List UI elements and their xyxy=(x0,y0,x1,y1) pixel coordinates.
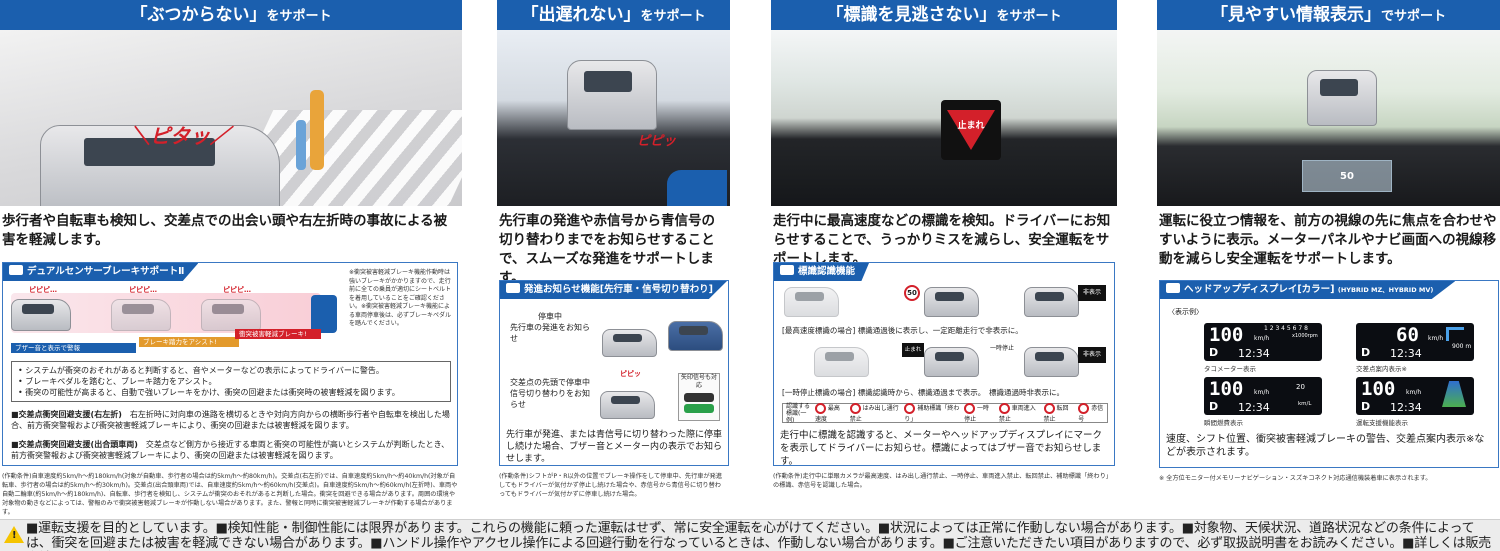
car-sensor-icon xyxy=(506,283,520,293)
child-figure xyxy=(296,120,306,170)
lead-text: 先行車の発進や赤信号から青信号の切り替わりまでをお知らせすることで、スムーズな発… xyxy=(499,213,715,286)
bullet-item: • 衝突の可能性が高まると、自動で強いブレーキをかけ、衝突の回避または衝突時の被… xyxy=(18,388,400,397)
hud-tile-fuel: 100 km/h 20 km/L D 12:34 xyxy=(1204,377,1322,415)
panel-header: 「出遅れない」をサポート xyxy=(497,0,730,30)
illustration-hud: 50 xyxy=(1157,30,1500,206)
case2-car xyxy=(600,391,655,419)
panel-header: 「ぶつからない」をサポート xyxy=(0,0,462,30)
header-main: 「ぶつからない」 xyxy=(130,5,267,25)
panel-start-alert: 「出遅れない」をサポート ピピッ 先行車の発進や赤信号から青信号の切り替わりまで… xyxy=(497,0,730,518)
lane-assist-icon xyxy=(1442,381,1466,407)
lead-text: 歩行者や自転車も検知し、交差点での出会い頭や右左折時の事故による被害を軽減します… xyxy=(2,213,448,248)
warning-icon: ! xyxy=(4,526,24,543)
feature-box-brake: デュアルセンサーブレーキサポートⅡ ピピピ… ピピピ… ピピピ… ブザー音と表示… xyxy=(2,262,458,466)
sign-camera-icon xyxy=(780,265,794,275)
lead-car xyxy=(567,60,657,130)
feature-title: 発進お知らせ機能[先行車・信号切り替わり] xyxy=(500,281,727,299)
lead-text: 走行中に最高速度などの標識を検知。ドライバーにお知らせすることで、うっかりミスを… xyxy=(773,213,1111,267)
hud-tile-navigation: 60 km/h 900 m D 12:34 xyxy=(1356,323,1474,361)
sign-legend: 認識する標識(一例) 最高速度 はみ出し通行禁止 補助標識「終わり」 一時停止 … xyxy=(782,403,1108,424)
right-turn-section: ■交差点衝突回避支援(右左折) 右左折時に対向車の進路を横切るときや対向方向から… xyxy=(11,410,450,430)
driver-arm xyxy=(667,170,727,206)
start-body: 先行車が発進、または青信号に切り替わった際に停車し続けた場合、ブザー音とメーター… xyxy=(506,430,723,464)
caution-bar: ! ■運転支援を目的としています。■検知性能・制御性能には限界があります。これら… xyxy=(0,519,1500,551)
panel-collision: 「ぶつからない」をサポート ＼ピタッ／ 歩行者や自転車も検知し、交差点での出会い… xyxy=(0,0,462,518)
feature-box-start: 発進お知らせ機能[先行車・信号切り替わり] 停車中 先行車の発進をお知らせ 交差… xyxy=(499,280,729,466)
brake-diagram: ピピピ… ピピピ… ピピピ… ブザー音と表示で警報 ブレーキ踏力をアシスト! 衝… xyxy=(11,285,341,357)
illustration-crosswalk: ＼ピタッ／ xyxy=(0,30,462,206)
case-signal: 交差点の先頭で停車中信号切り替わりをお知らせ xyxy=(510,378,590,409)
panel-sign-recognition: 「標識を見逃さない」をサポート 止まれ 走行中に最高速度などの標識を検知。ドライ… xyxy=(771,0,1117,518)
crossing-section: ■交差点衝突回避支援(出合頭車両) 交差点など側方から接近する車両と衝突の可能性… xyxy=(11,440,450,460)
stop-sign-icon: 止まれ xyxy=(902,343,924,357)
feature-box-hud: ヘッドアップディスプレイ[カラー] (HYBRID MZ、HYBRID MV) … xyxy=(1159,280,1499,468)
panel-hud: 「見やすい情報表示」でサポート 50 運転に役立つ情報を、前方の視線の先に焦点を… xyxy=(1157,0,1500,518)
feature-title: ヘッドアップディスプレイ[カラー] (HYBRID MZ、HYBRID MV) xyxy=(1160,281,1456,299)
footnote: (作動条件)走行中に単眼カメラが最高速度、はみ出し通行禁止、一時停止、車両進入禁… xyxy=(773,473,1112,489)
stop-sign-text: 止まれ xyxy=(957,121,985,131)
case1-lead xyxy=(668,321,723,351)
header-suffix: をサポート xyxy=(266,9,332,24)
speed-sign-icon: 50 xyxy=(904,285,920,301)
brake-side-note: ※衝突被害軽減ブレーキ機能作動時は強いブレーキがかかりますので、走行前に全ての乗… xyxy=(349,269,452,327)
sfx-pipi: ピピッ xyxy=(637,134,677,149)
car-illustration xyxy=(40,125,280,206)
arrow-signal-box: 矢印信号も対応 xyxy=(678,373,720,421)
lead-car xyxy=(1307,70,1377,126)
illustration-cockpit: ピピッ xyxy=(497,30,730,206)
caption-speed: [最高速度標識の場合] 標識通過後に表示し、一定距離走行で非表示に。 xyxy=(782,326,1023,335)
turn-arrow-icon xyxy=(1446,327,1464,341)
lead-text: 運転に役立つ情報を、前方の視線の先に焦点を合わせやすいように表示。メーターパネル… xyxy=(1159,213,1497,267)
feature-title: 標識認識機能 xyxy=(774,263,870,281)
feature-title: デュアルセンサーブレーキサポートⅡ xyxy=(3,263,199,281)
footnote: (作動条件)シフトがP・R以外の位置でブレーキ操作をして停車中、先行車が発進して… xyxy=(499,473,723,498)
feature-box-sign: 標識認識機能 50 非表示 [最高速度標識の場合] 標識通過後に表示し、一定距離… xyxy=(773,262,1115,467)
caution-text: ■運転支援を目的としています。■検知性能・制御性能には限界があります。これらの機… xyxy=(26,521,1492,551)
sign-display: 止まれ xyxy=(941,100,1001,160)
panel-header: 「標識を見逃さない」をサポート xyxy=(771,0,1117,30)
bullet-item: • システムが衝突のおそれがあると判断すると、音やメーターなどの表示によってドラ… xyxy=(18,366,384,375)
case1-car xyxy=(602,329,657,357)
brake-bullets: • システムが衝突のおそれがあると判断すると、音やメーターなどの表示によってドラ… xyxy=(11,361,451,402)
hud-icon xyxy=(1166,283,1180,293)
case-lead-car: 停車中 先行車の発進をお知らせ xyxy=(510,312,590,343)
panel-header: 「見やすい情報表示」でサポート xyxy=(1157,0,1500,30)
car-sensor-icon xyxy=(9,265,23,275)
footnote: (作動条件)自車速度約5km/h〜約180km/h(対象が自動車、歩行者の場合は… xyxy=(2,473,458,516)
hud-projection: 50 xyxy=(1302,160,1392,192)
bullet-item: • ブレーキペダルを踏むと、ブレーキ踏力をアシスト。 xyxy=(18,377,217,386)
hud-tile-tachometer: 100 km/h 1 2 3 4 5 6 7 8 x1000rpm D 12:3… xyxy=(1204,323,1322,361)
sfx-pitatto: ＼ピタッ／ xyxy=(130,124,230,148)
sign-body: 走行中に標識を認識すると、メーターやヘッドアップディスプレイにマークを表示してド… xyxy=(780,430,1102,467)
hud-tile-assist: 100 km/h D 12:34 xyxy=(1356,377,1474,415)
caption-stop: [一時停止標識の場合] 標識認識時から、標識通過まで表示。 標識通過時非表示に。 xyxy=(782,388,1064,397)
hud-body: 速度、シフト位置、衝突被害軽減ブレーキの警告、交差点案内表示※などが表示されます… xyxy=(1166,434,1485,458)
illustration-sign: 止まれ xyxy=(771,30,1117,206)
footnote: ※ 全方位モニター付メモリーナビゲーション・スズキコネクト対応通信機装着車に表示… xyxy=(1159,475,1432,482)
adult-figure xyxy=(310,90,324,170)
